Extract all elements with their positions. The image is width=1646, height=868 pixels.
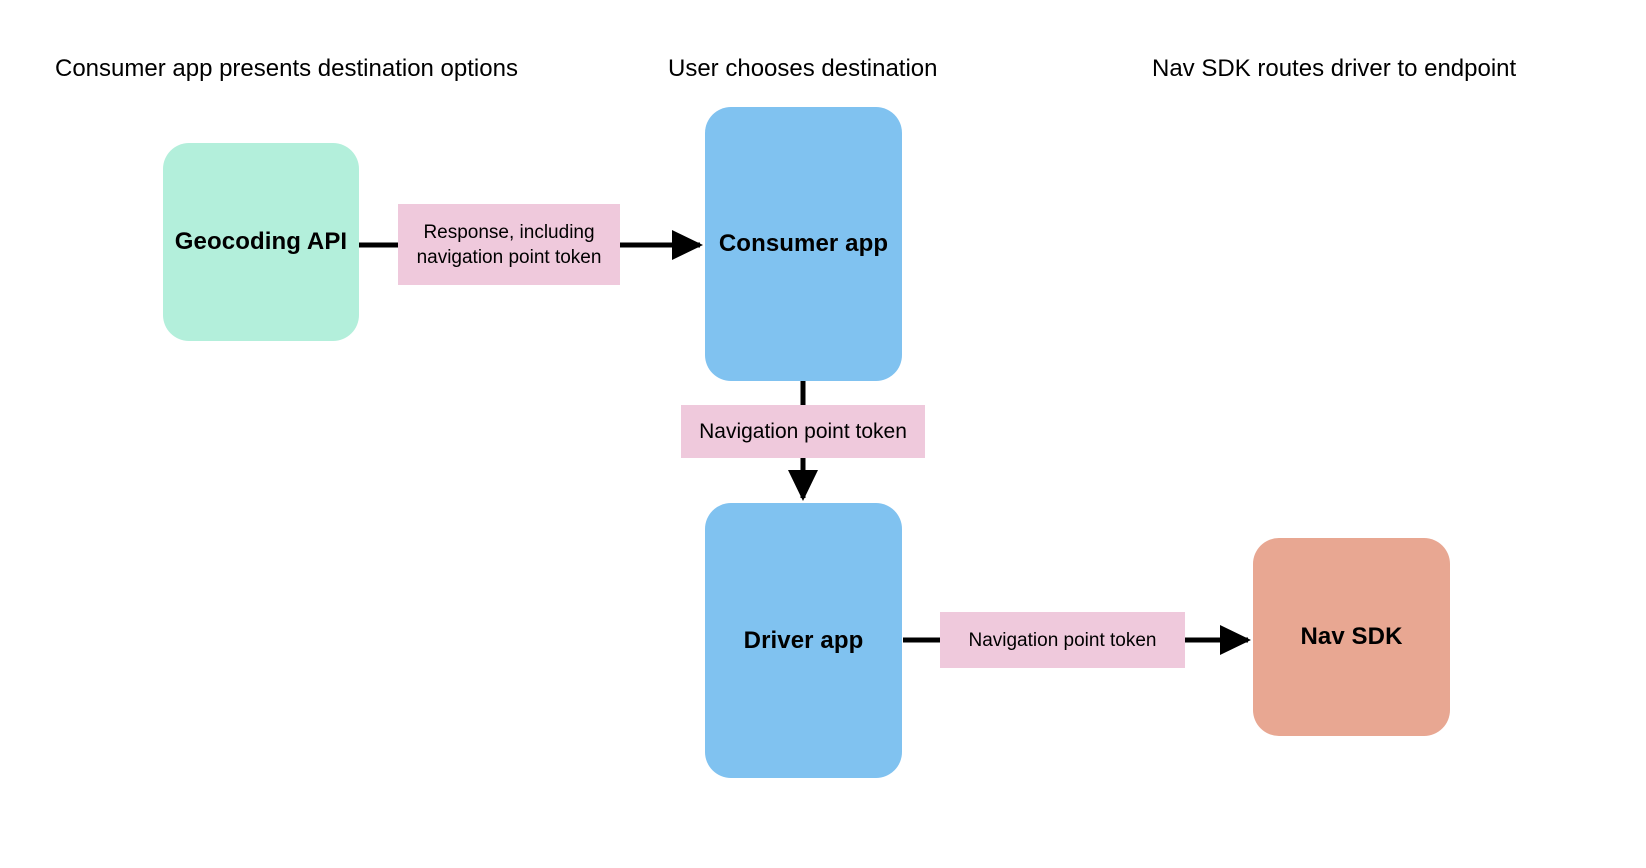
column-header-consumer-app-presents: Consumer app presents destination option… xyxy=(55,55,518,82)
node-nav-sdk[interactable]: Nav SDK xyxy=(1253,538,1450,736)
node-driver-app[interactable]: Driver app xyxy=(705,503,902,778)
edge-label-token-bottom-text: Navigation point token xyxy=(968,629,1157,651)
edge-label-response-including-navigation-point-token: Response, including navigation point tok… xyxy=(398,204,620,285)
node-nav-sdk-label: Nav SDK xyxy=(1300,623,1403,650)
column-header-user-chooses: User chooses destination xyxy=(668,55,938,82)
edge-label-navigation-point-token-driver-to-navsdk: Navigation point token xyxy=(940,612,1185,668)
node-geocoding-api[interactable]: Geocoding API xyxy=(163,143,359,341)
edge-label-response-text: Response, including navigation point tok… xyxy=(416,221,602,268)
node-driver-app-label: Driver app xyxy=(743,626,864,654)
node-consumer-app[interactable]: Consumer app xyxy=(705,107,902,381)
edge-label-token-mid-text: Navigation point token xyxy=(699,419,907,443)
column-header-nav-sdk-routes: Nav SDK routes driver to endpoint xyxy=(1152,55,1517,82)
node-geocoding-api-label: Geocoding API xyxy=(174,228,348,255)
edge-label-navigation-point-token-consumer-to-driver: Navigation point token xyxy=(681,405,925,458)
node-consumer-app-label: Consumer app xyxy=(718,230,889,257)
